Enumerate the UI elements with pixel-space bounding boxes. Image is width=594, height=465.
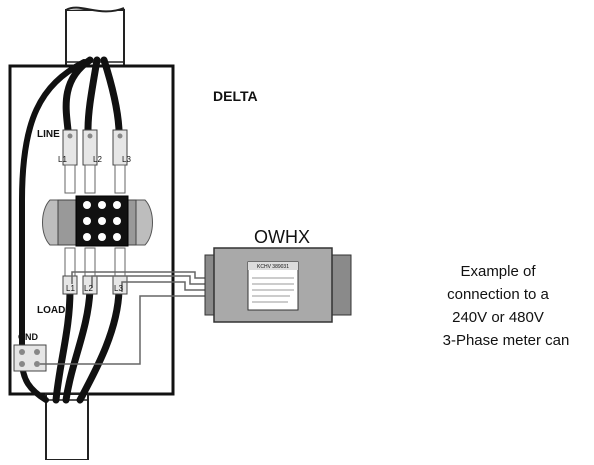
config-label: DELTA [213, 88, 258, 104]
caption-line-4: 3-Phase meter can [443, 332, 570, 349]
sensing-leads [40, 271, 210, 365]
conduit-top [65, 6, 125, 67]
load-terminals [62, 247, 128, 295]
line-terminal-l3: L3 [122, 155, 131, 164]
incoming-conductors [19, 56, 123, 403]
caption-line-2: connection to a [447, 286, 549, 303]
ground-block [13, 344, 47, 372]
caption-line-1: Example of [460, 263, 536, 280]
meter-jaw-block [42, 195, 153, 247]
device-plate-text: KCHV 389031 [257, 264, 289, 270]
device-title: OWHX [254, 227, 310, 247]
line-terminal-l1: L1 [58, 155, 67, 164]
owhx-device [204, 247, 352, 323]
load-terminal-l2: L2 [84, 284, 93, 293]
load-terminal-l3: L3 [114, 284, 123, 293]
line-terminal-l2: L2 [93, 155, 102, 164]
line-terminals [62, 129, 128, 194]
conduit-bottom [45, 393, 89, 461]
caption-line-3: 240V or 480V [452, 309, 544, 326]
load-terminal-l1: L1 [66, 284, 75, 293]
outgoing-conductors [52, 286, 123, 404]
load-label: LOAD [37, 305, 65, 316]
line-label: LINE [37, 129, 60, 140]
gnd-label: GND [18, 332, 39, 342]
